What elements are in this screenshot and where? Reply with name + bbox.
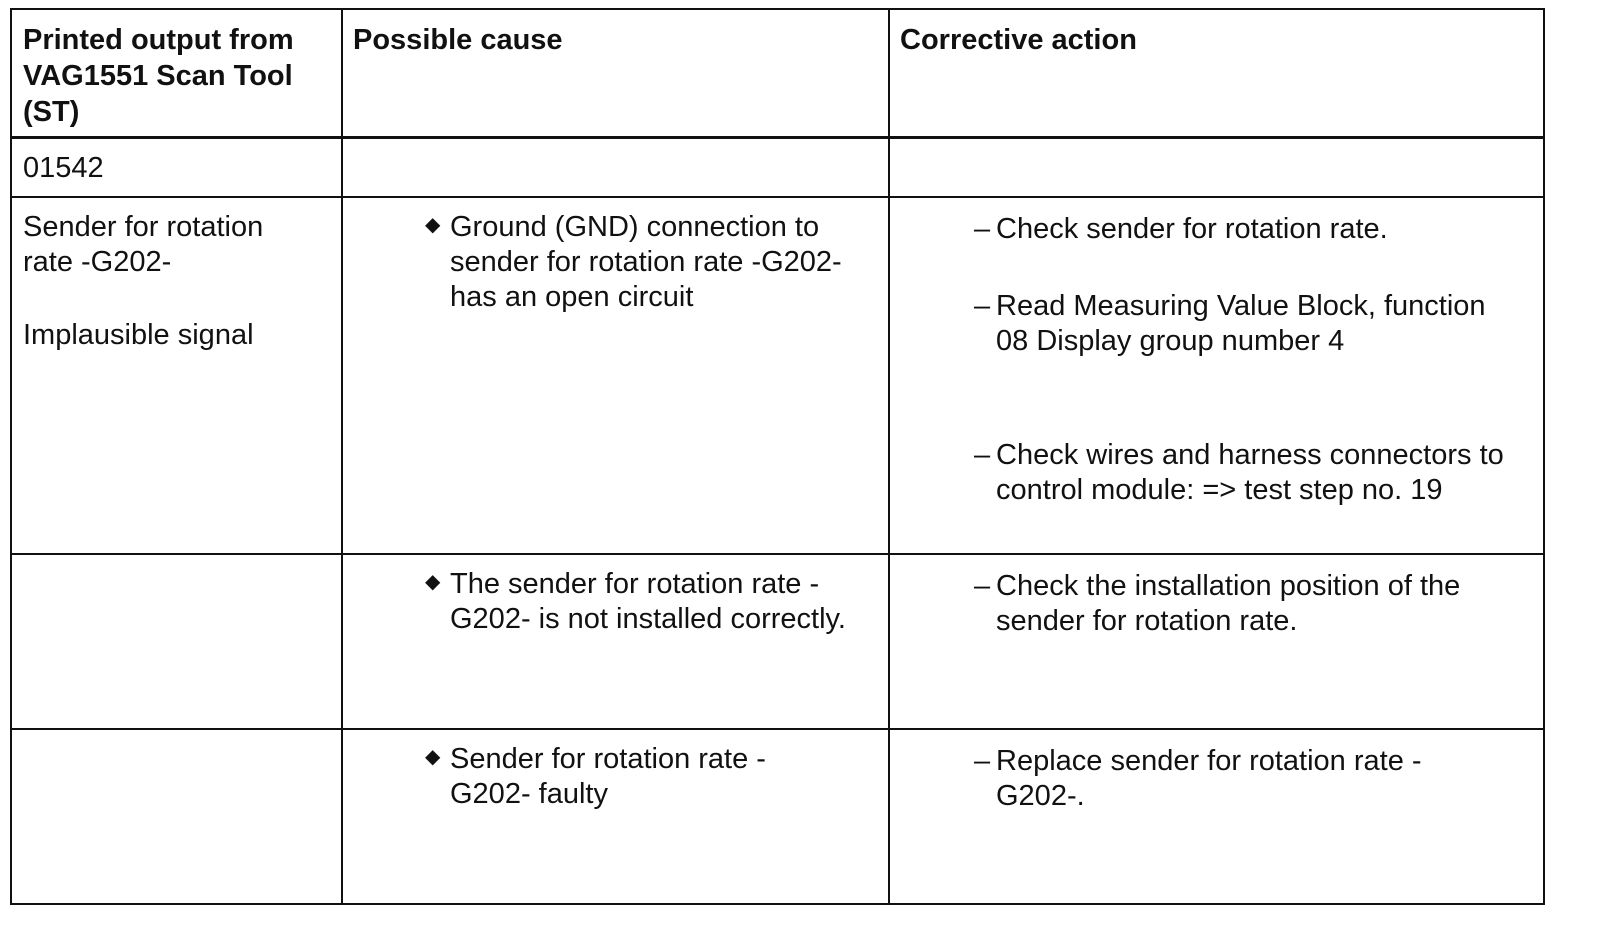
cause-cell: ◆ Sender for rotation rate -G202- faulty [343,730,888,905]
cause-cell: ◆ Ground (GND) connection to sender for … [343,198,888,553]
bullet-icon: ◆ [425,214,441,236]
fault-table: Printed output from VAG1551 Scan Tool (S… [10,8,1545,905]
fault-code: 01542 [23,152,104,184]
action-cell: – Check the installation position of the… [890,555,1544,728]
cause-text: The sender for rotation rate -G202- is n… [450,568,846,635]
dash-icon: – [974,213,991,245]
header-cell-printed-output: Printed output from VAG1551 Scan Tool (S… [12,10,341,136]
cause-item: ◆ Sender for rotation rate -G202- faulty [425,742,830,812]
dash-icon: – [974,290,991,322]
action-item: – Check the installation position of the… [974,569,1521,639]
table-row: ◆ Sender for rotation rate -G202- faulty… [12,730,1543,905]
dash-icon: – [974,439,991,471]
header-cell-corrective-action: Corrective action [890,10,1544,136]
dash-icon: – [974,745,991,777]
action-text: Read Measuring Value Block, function 08 … [996,290,1486,357]
action-item: – Check wires and harness connectors to … [974,438,1541,508]
action-item: – Read Measuring Value Block, function 0… [974,289,1516,359]
bullet-icon: ◆ [425,571,441,593]
header-cell-possible-cause: Possible cause [343,10,888,136]
header-corrective-action: Corrective action [900,24,1137,56]
component-name: Sender for rotation rate -G202- [23,211,264,278]
column-divider [888,10,890,903]
symptom-text: Implausible signal [23,319,254,351]
dash-icon: – [974,570,991,602]
table-row-fault-code: 01542 [12,139,1543,198]
header-possible-cause: Possible cause [353,24,563,56]
header-printed-output: Printed output from VAG1551 Scan Tool (S… [23,24,294,128]
action-text: Check the installation position of the s… [996,570,1461,637]
action-text: Replace sender for rotation rate -G202-. [996,745,1422,812]
action-cell: – Replace sender for rotation rate -G202… [890,730,1544,905]
cause-text: Ground (GND) connection to sender for ro… [450,211,842,313]
action-item: – Replace sender for rotation rate -G202… [974,744,1486,814]
table-header-row: Printed output from VAG1551 Scan Tool (S… [12,10,1543,139]
table-row: ◆ The sender for rotation rate -G202- is… [12,555,1543,730]
cause-cell: ◆ The sender for rotation rate -G202- is… [343,555,888,728]
action-text: Check wires and harness connectors to co… [996,439,1504,506]
table-row: Sender for rotation rate -G202- Implausi… [12,198,1543,555]
component-cell: Sender for rotation rate -G202- Implausi… [12,198,341,553]
action-item: – Check sender for rotation rate. [974,212,1541,247]
column-divider [341,10,343,903]
cause-item: ◆ Ground (GND) connection to sender for … [425,210,870,315]
action-text: Check sender for rotation rate. [996,213,1388,245]
cause-text: Sender for rotation rate -G202- faulty [450,743,766,810]
cause-item: ◆ The sender for rotation rate -G202- is… [425,567,870,637]
bullet-icon: ◆ [425,746,441,768]
action-cell: – Check sender for rotation rate. – Read… [890,198,1544,553]
fault-code-cell: 01542 [12,139,341,196]
